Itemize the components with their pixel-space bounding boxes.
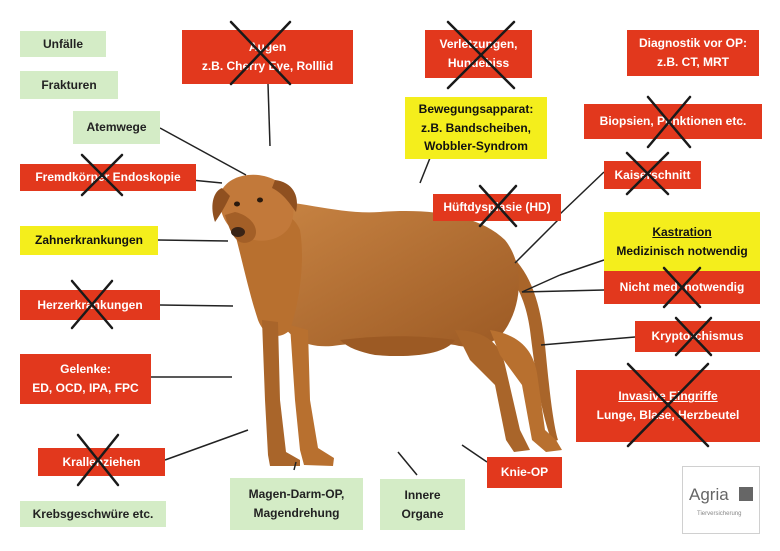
label-kaiserschnitt: Kaiserschnitt — [604, 161, 701, 189]
label-biopsien: Biopsien, Punktionen etc. — [584, 104, 762, 139]
label-krallenziehen: Krallenziehen — [38, 448, 165, 476]
label-verletzungen: Verletzungen,Hundebiss — [425, 30, 532, 78]
label-magen-darm-op: Magen-Darm-OP,Magendrehung — [230, 478, 363, 530]
label-zahnerkrankungen: Zahnerkrankungen — [20, 226, 158, 255]
agria-logo: Agria Tierversicherung — [682, 466, 760, 534]
label-gelenke: Gelenke:ED, OCD, IPA, FPC — [20, 354, 151, 404]
label-kryptorchismus: Kryptorchismus — [635, 321, 760, 352]
label-krebsgeschwuere: Krebsgeschwüre etc. — [20, 501, 166, 527]
label-unfaelle: Unfälle — [20, 31, 106, 57]
label-herzerkrankungen: Herzerkrankungen — [20, 290, 160, 320]
label-atemwege: Atemwege — [73, 111, 160, 144]
logo-subtitle: Tierversicherung — [697, 511, 742, 517]
label-nicht-med-notwendig: Nicht med. notwendig — [604, 271, 760, 304]
logo-wordmark: Agria — [689, 485, 729, 504]
label-diagnostik: Diagnostik vor OP:z.B. CT, MRT — [627, 30, 759, 76]
label-bewegungsapparat: Bewegungsapparat:z.B. Bandscheiben,Wobbl… — [405, 97, 547, 159]
label-frakturen: Frakturen — [20, 71, 118, 99]
label-fremdkoerper-endoskopie: Fremdkörper Endoskopie — [20, 164, 196, 191]
label-hueftdysplasie: Hüftdysplasie (HD) — [433, 194, 561, 221]
label-knie-op: Knie-OP — [487, 457, 562, 488]
logo-mark-icon — [739, 487, 753, 501]
